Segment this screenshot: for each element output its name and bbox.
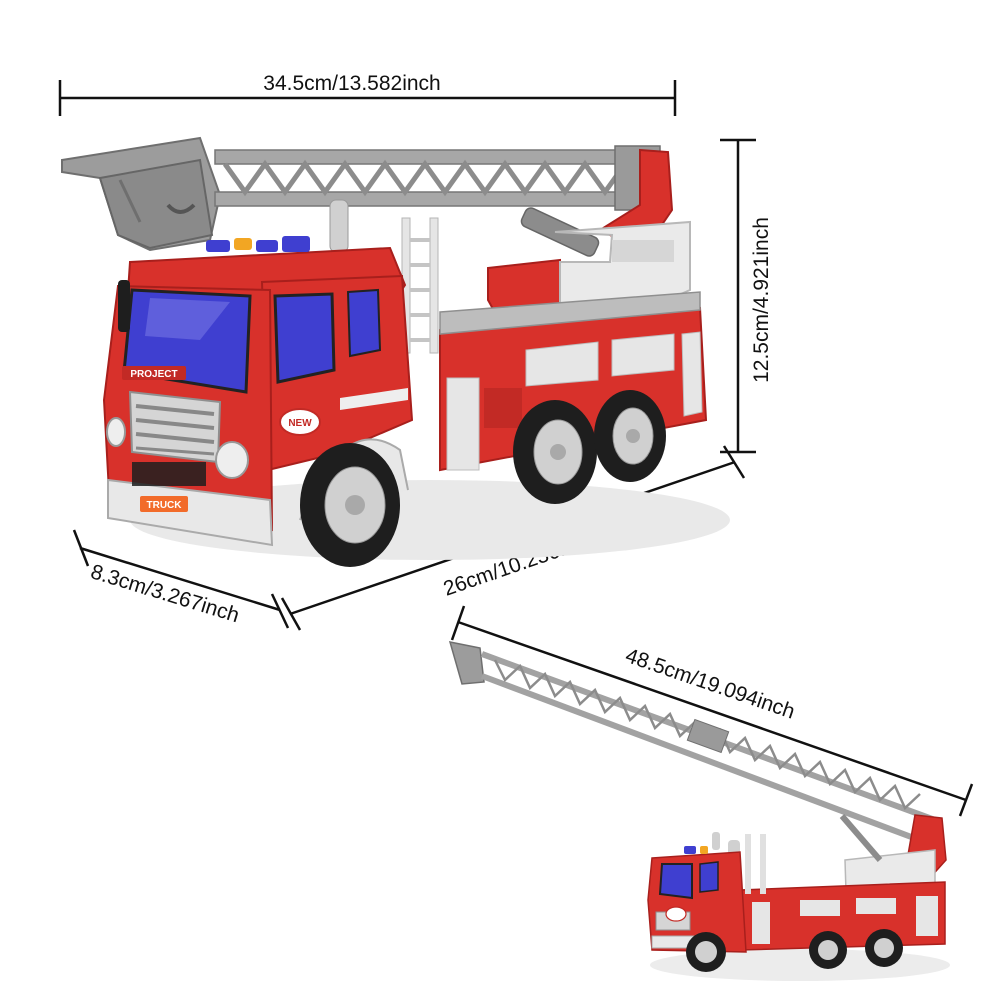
width-label: 8.3cm/3.267inch bbox=[88, 560, 242, 627]
ladder-bucket bbox=[61, 136, 222, 252]
rear-wheel bbox=[513, 400, 597, 504]
length-dimension: 34.5cm/13.582inch bbox=[58, 72, 677, 116]
truck-cab: PROJECT TRUCK NEW bbox=[102, 246, 414, 547]
ladder-truss bbox=[214, 145, 661, 211]
side-window bbox=[273, 292, 336, 384]
height-dimension: 12.5cm/4.921inch bbox=[720, 138, 773, 454]
door-badge-text: NEW bbox=[288, 418, 312, 429]
door-badge bbox=[279, 408, 321, 436]
side-panel bbox=[525, 341, 599, 387]
small-ladder-truss bbox=[480, 651, 937, 847]
small-wheel bbox=[865, 929, 903, 967]
small-wheel bbox=[686, 932, 726, 972]
side-panel bbox=[446, 377, 480, 471]
small-side-window bbox=[699, 861, 719, 893]
side-window bbox=[346, 288, 382, 358]
side-panel bbox=[611, 333, 675, 377]
side-ladder bbox=[401, 217, 439, 354]
fire-truck-extended bbox=[448, 641, 950, 981]
small-wheel bbox=[809, 931, 847, 969]
front-grille bbox=[128, 390, 222, 464]
headlight bbox=[215, 441, 249, 479]
side-mirror bbox=[118, 280, 130, 332]
ladder-turntable bbox=[487, 148, 691, 320]
windshield-decal: PROJECT bbox=[130, 369, 177, 380]
fire-truck-main: PROJECT TRUCK NEW bbox=[61, 136, 730, 567]
truck-shadow bbox=[130, 480, 730, 560]
grille-plate-text: TRUCK bbox=[147, 500, 183, 511]
small-ladder-bucket bbox=[448, 641, 485, 685]
length-label: 34.5cm/13.582inch bbox=[263, 72, 440, 95]
small-windshield bbox=[658, 863, 693, 900]
front-wheel bbox=[300, 443, 400, 567]
roof-beacons bbox=[206, 236, 310, 252]
height-label: 12.5cm/4.921inch bbox=[750, 217, 773, 383]
ladder-extended-dimension: 48.5cm/19.094inch bbox=[450, 605, 974, 817]
grille-plate bbox=[140, 496, 188, 512]
side-panel bbox=[681, 331, 703, 417]
exhaust-pipe bbox=[329, 199, 349, 253]
headlight bbox=[106, 417, 126, 447]
rear-wheel bbox=[594, 390, 666, 482]
